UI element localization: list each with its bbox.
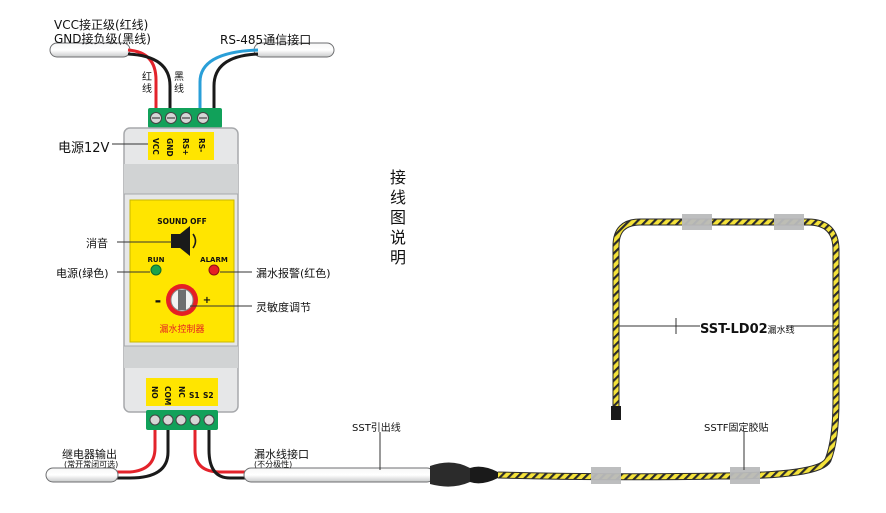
alarm-red-callout: 漏水报警(红色) [256,267,331,280]
terminal-label: GND [165,138,174,157]
diagram-title: 接线图说明 [390,168,407,267]
run-label: RUN [148,256,165,264]
red-wire [127,48,158,112]
terminal-label: NC [177,386,186,398]
sensitivity-knob[interactable] [166,284,198,316]
leak-black-wire [207,430,250,480]
terminal-label: RS- [197,138,206,152]
panel-name: 漏水控制器 [159,323,204,335]
sensor-model-label: SST-LD02漏水线 [700,318,795,337]
leak-red-wire [193,430,250,474]
speaker-icon [171,226,197,256]
sstf-label: SSTF固定胶贴 [704,423,769,434]
bottom-terminal-labels: NO COM NC S1 S2 [150,386,214,405]
relay-red-wire [110,430,157,474]
sensor-suffix: 漏水线 [767,326,795,336]
sst-lead-cable [243,467,435,483]
alarm-led [208,264,220,276]
mute-callout: 消音 [86,237,108,250]
power-input-line2: GND接负级(黑线) [54,32,151,46]
run-led [150,264,162,276]
top-terminal-strip [148,132,214,160]
power-input-line1: VCC接正级(红线) [54,18,149,32]
cable-connector [430,462,498,487]
red-wire-label: 红线 [142,72,152,95]
sst-lead-label: SST引出线 [352,423,401,434]
rs485-label: RS-485通信接口 [220,33,312,47]
relay-cable [45,467,119,483]
top-terminal-labels: VCC GND RS+ RS- [151,138,206,157]
minus-label: - [155,291,162,310]
plus-label: + [203,295,211,306]
relay-output-line1: 继电器输出 [62,448,117,461]
top-terminal-block [148,108,222,128]
blue-wire [198,48,259,112]
sound-off-label: SOUND OFF [157,217,207,226]
leader-lines [112,143,836,470]
alarm-label: ALARM [200,256,228,264]
sensitivity-callout: 灵敏度调节 [256,301,311,314]
terminal-label: VCC [151,138,160,155]
terminal-label: NO [150,386,159,399]
black-wire-label: 黑线 [174,72,184,95]
leak-port-line2: (不分极性) [254,460,293,469]
black-wire [127,52,172,112]
terminal-label: S1 [189,391,200,400]
relay-black-wire [110,430,170,480]
power-label: 电源12V [58,141,110,156]
sensor-model: SST-LD02 [700,322,768,337]
terminal-label: RS+ [181,138,190,155]
rs485-black-wire [212,52,259,112]
bottom-terminal-block [146,410,218,430]
sstf-tape [591,214,804,484]
sensing-cable [497,218,840,481]
terminal-label: COM [163,386,172,405]
leak-port-line1: 漏水线接口 [254,448,309,461]
terminal-label: S2 [203,391,214,400]
relay-output-line2: (常开常闭可选) [64,460,119,469]
cable-end-cap [611,406,621,420]
bottom-terminal-strip [146,378,218,406]
power-green-callout: 电源(绿色) [56,267,109,280]
